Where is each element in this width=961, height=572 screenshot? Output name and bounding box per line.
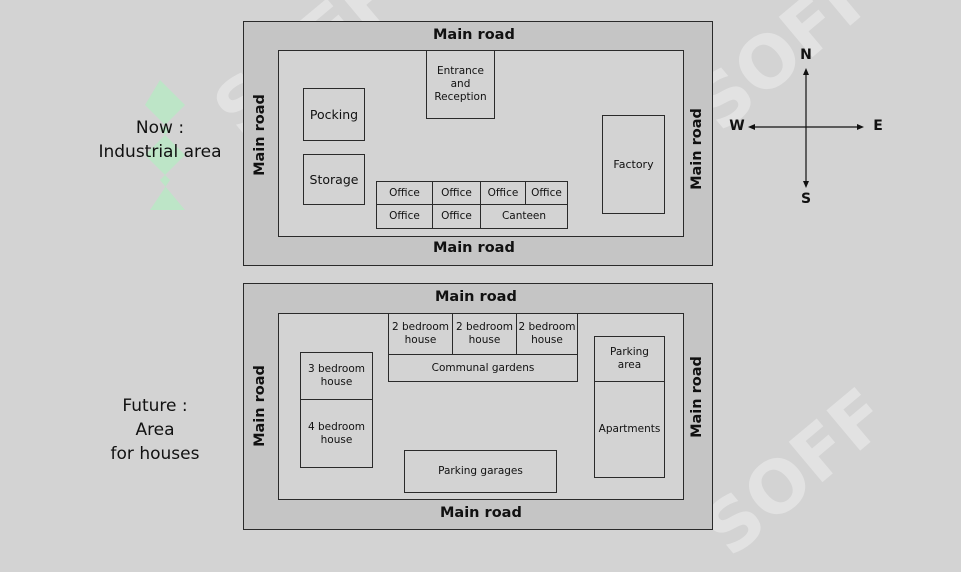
- office-building: Office: [480, 181, 526, 205]
- top-road-west-label: Main road: [252, 94, 268, 176]
- factory-building: Factory: [602, 115, 665, 214]
- parking-area-line1: Parking: [610, 346, 649, 358]
- bottom-road-north-label: Main road: [435, 289, 517, 305]
- packing-building: Pocking: [303, 88, 365, 141]
- house2c-line1: 2 bedroom: [518, 321, 576, 333]
- compass-arrows-icon: [748, 68, 864, 188]
- house2b-line1: 2 bedroom: [456, 321, 513, 333]
- entrance-line1: Entrance: [436, 65, 485, 77]
- two-bedroom-house: 2 bedroom house: [516, 313, 578, 355]
- storage-building: Storage: [303, 154, 365, 205]
- office-building: Office: [432, 204, 481, 229]
- top-road-north-label: Main road: [433, 27, 515, 43]
- house3-line1: 3 bedroom: [308, 363, 365, 375]
- label-future-line2: Area: [135, 420, 175, 440]
- house4-line2: house: [320, 433, 353, 446]
- house2c-line2: house: [531, 334, 563, 346]
- house3-line2: house: [320, 376, 353, 388]
- label-now-line1: Now :: [135, 118, 185, 138]
- bottom-road-south-label: Main road: [440, 505, 522, 521]
- label-future-line3: for houses: [110, 444, 200, 464]
- parking-garages: Parking garages: [404, 450, 557, 493]
- office-building: Office: [376, 181, 433, 205]
- three-bedroom-house: 3 bedroom house: [300, 352, 373, 400]
- house4-line1: 4 bedroom: [308, 420, 365, 433]
- entrance-line2: and: [450, 78, 471, 90]
- parking-area: Parking area: [594, 336, 665, 382]
- office-building: Office: [432, 181, 481, 205]
- communal-gardens: Communal gardens: [388, 354, 578, 382]
- compass-east-label: E: [873, 118, 883, 134]
- office-building: Office: [525, 181, 568, 205]
- watermark-text: SOFF: [687, 371, 904, 572]
- bottom-road-west-label: Main road: [252, 365, 268, 447]
- label-future-line1: Future :: [122, 396, 188, 416]
- compass-north-label: N: [800, 47, 812, 63]
- watermark-logo-icon: [145, 80, 185, 210]
- canteen-building: Canteen: [480, 204, 568, 229]
- top-road-east-label: Main road: [689, 108, 705, 190]
- apartments-building: Apartments: [594, 381, 665, 478]
- two-bedroom-house: 2 bedroom house: [452, 313, 517, 355]
- four-bedroom-house: 4 bedroom house: [300, 399, 373, 468]
- house2a-line1: 2 bedroom: [392, 321, 449, 333]
- compass-south-label: S: [800, 191, 812, 207]
- bottom-road-east-label: Main road: [689, 356, 705, 438]
- compass-west-label: W: [729, 118, 745, 134]
- parking-area-line2: area: [617, 359, 642, 371]
- top-road-south-label: Main road: [433, 240, 515, 256]
- house2a-line2: house: [404, 334, 437, 346]
- entrance-line3: Reception: [434, 91, 487, 103]
- office-building: Office: [376, 204, 433, 229]
- panel-label-future: Future : Area for houses: [85, 394, 225, 466]
- label-now-line2: Industrial area: [98, 142, 222, 162]
- entrance-reception-building: Entrance and Reception: [426, 50, 495, 119]
- house2b-line2: house: [468, 334, 501, 346]
- panel-label-now: Now : Industrial area: [80, 116, 240, 164]
- two-bedroom-house: 2 bedroom house: [388, 313, 453, 355]
